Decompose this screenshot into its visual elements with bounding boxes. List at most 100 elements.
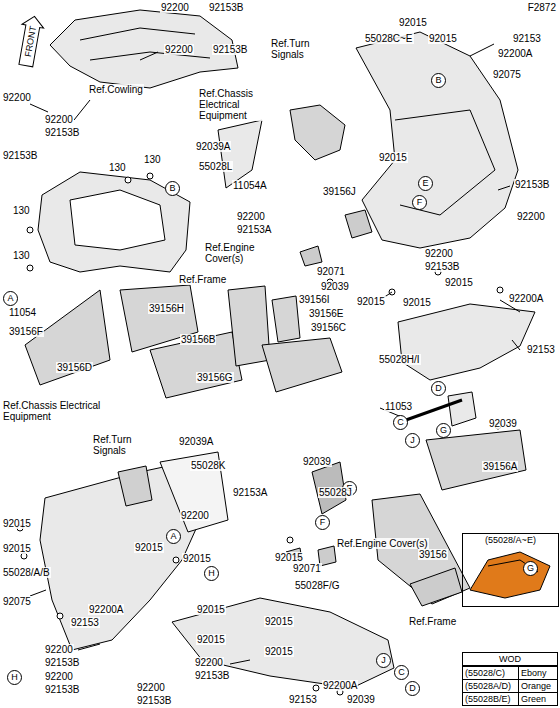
callout-number: 39156H [148, 303, 185, 314]
callout-number: 92015 [356, 296, 386, 307]
callout-number: 92015 [264, 646, 294, 657]
callout-number: 39156D [56, 362, 93, 373]
callout-number: 92200 [516, 211, 546, 222]
callout-number: 55028C~E [364, 33, 414, 44]
callout-number: 92153B [514, 179, 550, 190]
callout-number: 39156 [418, 549, 448, 560]
callout-number: 92153 [70, 617, 100, 628]
callout-number: 92153 [512, 33, 542, 44]
callout-number: 92015 [428, 33, 458, 44]
callout-number: 130 [108, 162, 127, 173]
callout-number: 39156J [322, 186, 357, 197]
callout-number: 92015 [378, 152, 408, 163]
callout-letter: G [436, 423, 451, 438]
callout-number: 92015 [196, 634, 226, 645]
callout-letter: D [405, 681, 420, 696]
callout-number: 92200 [424, 248, 454, 259]
callout-number: 92153B [44, 657, 80, 668]
callout-number: 55028K [190, 460, 226, 471]
callout-letter-text: J [381, 655, 386, 665]
callout-letter-text: A [170, 531, 176, 541]
callout-number: 92039 [346, 694, 376, 705]
callout-number: 92153 [288, 694, 318, 705]
callout-number: 92153B [424, 261, 460, 272]
callout-letter: B [431, 73, 446, 88]
callout-number: 92075 [492, 69, 522, 80]
callout-number: 92153B [2, 150, 38, 161]
callout-number: 92200A [88, 604, 124, 615]
callout-letter: D [431, 381, 446, 396]
callout-letter-text: E [422, 178, 428, 188]
reference-note: Ref.Engine Cover(s) [204, 242, 266, 264]
callout-letter-text: G [440, 425, 447, 435]
table-header: WOD [463, 653, 557, 666]
callout-number: 55028L [198, 161, 233, 172]
callout-letter: G [523, 561, 538, 576]
table-cell: Ebony [519, 666, 557, 679]
callout-number: 92200 [164, 44, 194, 55]
callout-letter: C [393, 415, 408, 430]
reference-note: Ref.Frame [408, 616, 457, 627]
inset-title: (55028/A~E) [463, 534, 558, 546]
reference-note: Ref.Chassis Electrical Equipment [2, 400, 108, 422]
callout-number: 92153A [232, 487, 268, 498]
callout-number: 92015 [196, 604, 226, 615]
callout-number: 92200 [236, 211, 266, 222]
callout-number: 92039 [488, 418, 518, 429]
callout-letter-text: A [7, 293, 13, 303]
callout-number: 92015 [182, 553, 212, 564]
callout-number: 92153 [526, 344, 556, 355]
callout-number: 92015 [264, 616, 294, 627]
callout-number: 11054 [8, 307, 37, 318]
callout-number: 39156F [8, 326, 44, 337]
callout-number: 130 [12, 205, 31, 216]
callout-number: 92200 [136, 682, 166, 693]
callout-letter-text: H [208, 568, 215, 578]
callout-letter: J [405, 433, 420, 448]
callout-number: 92200A [508, 293, 544, 304]
callout-letter-text: F [417, 197, 423, 207]
callout-number: 55028H/I [378, 354, 421, 365]
callout-number: 92015 [274, 552, 304, 563]
callout-number: 55028F/G [294, 580, 340, 591]
callout-number: 11053 [384, 401, 413, 412]
callout-number: 92153B [44, 127, 80, 138]
callout-letter: A [3, 291, 18, 306]
reference-note: Ref.Cowling [88, 84, 144, 95]
callout-number: F2872 [527, 2, 557, 13]
callout-letter-text: D [435, 383, 442, 393]
callout-letter: H [7, 670, 22, 685]
callout-number: 39156A [482, 461, 518, 472]
callout-number: 92075 [2, 596, 32, 607]
callout-number: 92153B [212, 44, 248, 55]
callout-number: 92200A [322, 680, 358, 691]
reference-note: Ref.Engine Cover(s) [336, 538, 429, 549]
callout-number: 92039 [320, 281, 350, 292]
callout-number: 92200 [2, 92, 32, 103]
callout-letter-text: C [397, 417, 404, 427]
callout-number: 92200 [44, 671, 74, 682]
callout-number: 92153B [44, 684, 80, 695]
table-cell: Orange [519, 679, 557, 692]
callout-number: 92200 [44, 114, 74, 125]
callout-number: 130 [12, 250, 31, 261]
callout-letter: F [315, 515, 330, 530]
callout-number: 92015 [134, 542, 164, 553]
front-arrow [15, 14, 45, 67]
inset-box: (55028/A~E) [462, 533, 559, 607]
callout-letter: A [166, 529, 181, 544]
callout-number: 39156B [180, 334, 216, 345]
reference-note: Ref.Frame [178, 274, 227, 285]
callout-number: 92015 [402, 297, 432, 308]
callout-number: 92153B [208, 2, 244, 13]
callout-number: 92153B [194, 670, 230, 681]
callout-letter: F [412, 195, 427, 210]
callout-number: 92071 [292, 563, 322, 574]
callout-number: 39156I [298, 294, 331, 305]
callout-letter: C [394, 665, 409, 680]
callout-letter: J [376, 653, 391, 668]
callout-number: 39156G [196, 372, 234, 383]
reference-note: Ref.Chassis Electrical Equipment [198, 88, 264, 121]
